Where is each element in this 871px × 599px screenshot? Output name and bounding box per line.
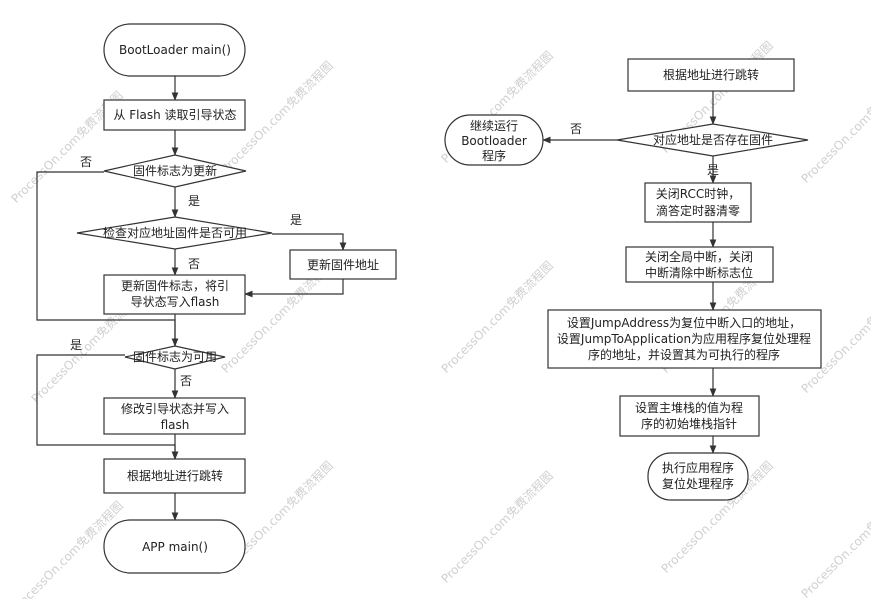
edge-check-yes-to-update-addr [272,233,347,251]
watermark-text: ProcessOn.com免费流程图 [798,483,871,599]
node-read-state-label: 从 Flash 读取引导状态 [113,108,236,122]
node-update-flag-label-2: 导状态写入flash [131,295,220,309]
left-nodes: BootLoader main() 从 Flash 读取引导状态 固件标志为更新… [76,23,397,574]
node-decision-update [103,154,247,188]
node-close-irq-label-2: 中断清除中断标志位 [645,265,753,280]
edge-label-usable-no: 否 [180,374,192,388]
node-decision-update-label: 固件标志为更新 [133,163,217,178]
watermark-text: ProcessOn.com免费流程图 [798,68,871,186]
node-exec-app-label-1: 执行应用程序 [662,460,734,475]
right-nodes: 根据地址进行跳转 对应地址是否存在固件 继续运行 Bootloader 程序 关… [444,58,822,501]
node-decision-exists-label: 对应地址是否存在固件 [653,132,773,147]
node-decision-usable-label: 固件标志为可用 [133,350,217,364]
node-update-addr-label: 更新固件地址 [307,257,379,272]
edge-update-addr-to-update-flag [244,279,344,298]
node-set-jump [547,309,822,369]
node-set-msp [619,395,760,437]
node-update-addr [289,249,397,280]
watermark-text: ProcessOn.com免费流程图 [438,468,556,586]
node-close-rcc [644,182,752,223]
node-set-jump-label-1: 设置JumpAddress为复位中断入口的地址， [567,315,801,330]
node-set-jump-label-3: 序的地址，并设置其为可执行的程序 [588,347,780,362]
node-jump-left [103,458,246,494]
edge-label-check-yes: 是 [290,213,302,227]
node-app-main-label: APP main() [142,540,208,554]
node-set-jump-label-2: 设置JumpToApplication为应用程序复位处理程 [557,331,811,346]
node-close-rcc-label-2: 滴答定时器清零 [656,203,740,218]
node-bootloader-main-label: BootLoader main() [119,43,231,57]
edge-label-usable-yes: 是 [70,338,82,352]
node-close-rcc-label-1: 关闭RCC时钟， [656,186,741,201]
right-edge-labels: 否 是 [570,122,719,177]
node-jump-left-label: 根据地址进行跳转 [127,468,223,483]
node-set-msp-label-2: 序的初始堆栈指针 [641,416,737,431]
watermark-text: ProcessOn.com免费流程图 [438,258,556,376]
node-exec-app [647,452,749,501]
node-set-msp-label-1: 设置主堆栈的值为程 [635,400,743,415]
node-jump-right [627,58,795,92]
edge-label-update-yes: 是 [188,194,200,208]
node-continue-label-2: Bootloader [461,134,527,148]
edge-label-exists-no: 否 [570,122,582,136]
node-close-irq [625,246,774,283]
node-continue-label-3: 程序 [482,148,506,163]
edge-label-update-no: 否 [80,155,92,169]
left-edge-labels: 否 是 是 否 是 否 [70,155,302,388]
node-modify-state-label-2: flash [161,418,190,432]
node-continue-bootloader [444,114,544,166]
node-decision-exists [616,123,809,157]
node-modify-state [103,397,246,435]
left-edges [36,76,347,521]
node-decision-check [76,216,273,250]
node-read-state [103,99,246,131]
node-jump-right-label: 根据地址进行跳转 [663,67,759,82]
node-decision-usable [124,345,226,370]
node-close-irq-label-1: 关闭全局中断，关闭 [645,249,753,264]
edge-label-exists-yes: 是 [707,163,719,177]
node-modify-state-label-1: 修改引导状态并写入 [121,401,229,416]
edge-label-check-no: 否 [188,257,200,271]
node-exec-app-label-2: 复位处理程序 [662,476,734,491]
right-edges [542,91,717,454]
edge-update-no-loop [36,171,179,347]
node-bootloader-main [103,23,246,77]
node-update-flag [103,274,246,315]
node-decision-check-label: 检查对应地址固件是否可用 [103,225,247,240]
node-continue-label-1: 继续运行 [470,119,518,133]
node-app-main [103,519,246,574]
node-update-flag-label-1: 更新固件标志，将引 [121,278,229,293]
